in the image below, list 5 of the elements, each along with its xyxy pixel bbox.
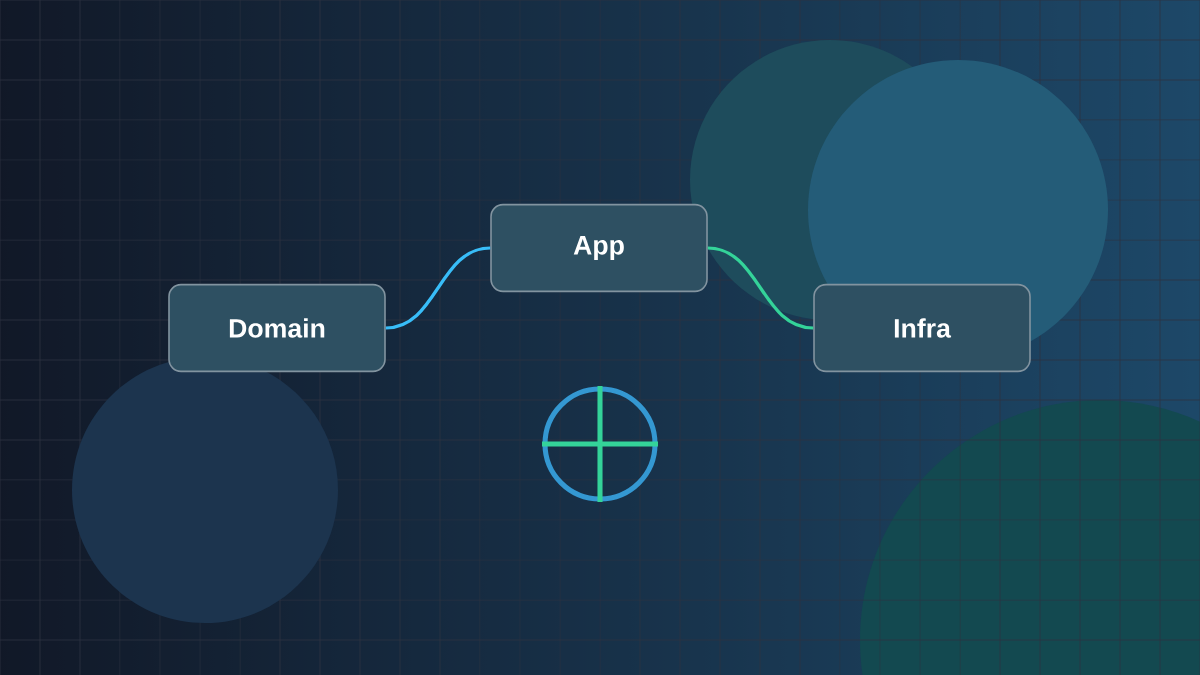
process-box: App: [490, 203, 708, 293]
process-box: Domain: [168, 283, 386, 373]
connector: [385, 246, 491, 330]
process-box: Infra: [813, 283, 1031, 373]
connector: [707, 246, 814, 330]
